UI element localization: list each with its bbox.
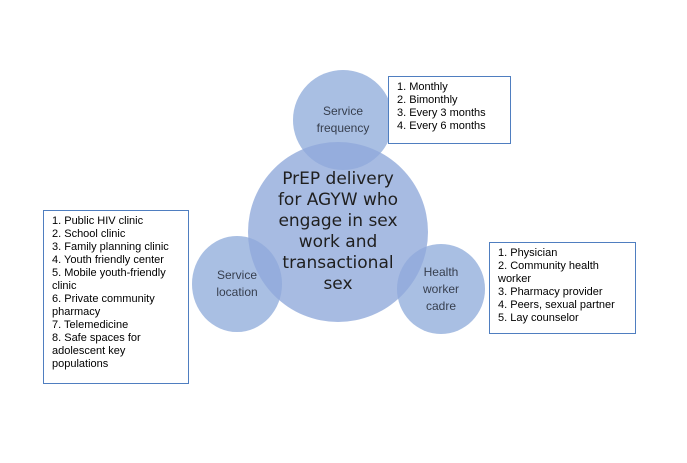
list-item: 3. Family planning clinic — [52, 241, 169, 253]
service-location-list: 1. Public HIV clinic 2. School clinic 3.… — [52, 215, 182, 371]
list-item: 4. Every 6 months — [397, 120, 486, 132]
list-item: 7. Telemedicine — [52, 319, 129, 331]
health-worker-cadre-label: Health worker cadre — [422, 264, 459, 313]
list-item: 1. Physician — [498, 247, 558, 259]
list-item: 1. Monthly — [397, 81, 448, 93]
list-item: 8. Safe spaces for adolescent key popula… — [52, 332, 141, 370]
list-item: 2. Community health worker — [498, 260, 599, 285]
health-worker-cadre-list-box: 1. Physician 2. Community health worker … — [489, 242, 636, 334]
service-frequency-list: 1. Monthly 2. Bimonthly 3. Every 3 month… — [397, 81, 504, 133]
list-item: 4. Peers, sexual partner — [498, 299, 615, 311]
list-item: 6. Private community pharmacy — [52, 293, 155, 318]
service-frequency-list-box: 1. Monthly 2. Bimonthly 3. Every 3 month… — [388, 76, 511, 144]
service-location-list-box: 1. Public HIV clinic 2. School clinic 3.… — [43, 210, 189, 384]
service-frequency-label: Service frequency — [316, 104, 370, 135]
list-item: 2. Bimonthly — [397, 94, 458, 106]
list-item: 1. Public HIV clinic — [52, 215, 144, 227]
list-item: 3. Pharmacy provider — [498, 286, 603, 298]
list-item: 5. Lay counselor — [498, 312, 579, 324]
list-item: 2. School clinic — [52, 228, 126, 240]
service-location-label: Service location — [216, 268, 258, 299]
prep-delivery-center-circle: PrEP delivery for AGYW who engage in sex… — [248, 142, 428, 322]
list-item: 5. Mobile youth-friendly clinic — [52, 267, 166, 292]
prep-delivery-center-label: PrEP delivery for AGYW who engage in sex… — [277, 169, 399, 294]
health-worker-cadre-list: 1. Physician 2. Community health worker … — [498, 247, 629, 325]
list-item: 4. Youth friendly center — [52, 254, 164, 266]
list-item: 3. Every 3 months — [397, 107, 486, 119]
